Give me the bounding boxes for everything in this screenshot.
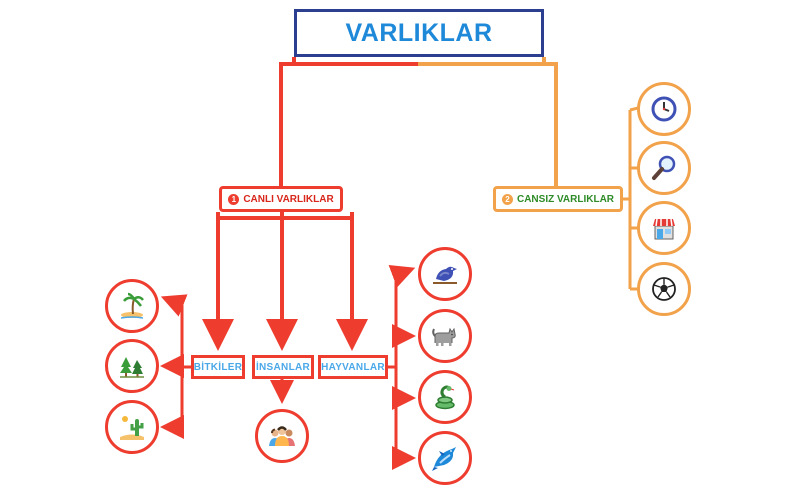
living-number-badge: 1: [228, 193, 240, 205]
people-group-icon: [269, 426, 295, 446]
living-things-box: 1 CANLI VARLIKLAR: [219, 186, 343, 212]
bird-icon: [433, 266, 457, 284]
cat-circle: [418, 309, 472, 363]
cat-icon: [432, 327, 456, 346]
clock-circle: [637, 82, 691, 136]
nonliving-things-box: 2 CANSIZ VARLIKLAR: [493, 186, 623, 212]
magnifier-circle: [637, 141, 691, 195]
clock-icon: [651, 96, 677, 122]
title-bracket-left: [279, 57, 296, 186]
plants-bracket: [180, 305, 191, 427]
living-label: CANLI VARLIKLAR: [243, 193, 334, 205]
soccer-ball-icon: [652, 277, 676, 301]
trees-circle: [105, 339, 159, 393]
bird-circle: [418, 247, 472, 301]
shark-icon: [432, 447, 456, 471]
snake-icon: [435, 385, 455, 410]
animals-box: HAYVANLAR: [318, 355, 388, 379]
trees-icon: [120, 357, 144, 378]
snake-circle: [418, 370, 472, 424]
cactus-circle: [105, 400, 159, 454]
diagram-title: VARLIKLAR: [294, 9, 544, 57]
people-circle: [255, 409, 309, 463]
shop-icon: [653, 218, 675, 240]
living-branch: [216, 212, 354, 220]
magnifier-icon: [652, 155, 676, 180]
palm-island-circle: [105, 279, 159, 333]
nonliving-bracket: [623, 110, 632, 289]
palm-island-icon: [120, 292, 144, 319]
shark-circle: [418, 431, 472, 485]
shop-circle: [637, 201, 691, 255]
title-bracket-top-right: [418, 62, 558, 186]
nonliving-number-badge: 2: [501, 193, 513, 205]
plants-box: BİTKİLER: [191, 355, 245, 379]
cactus-desert-icon: [120, 416, 144, 440]
nonliving-label: CANSIZ VARLIKLAR: [516, 193, 615, 205]
animals-bracket: [388, 275, 398, 458]
humans-box: İNSANLAR: [252, 355, 314, 379]
ball-circle: [637, 262, 691, 316]
